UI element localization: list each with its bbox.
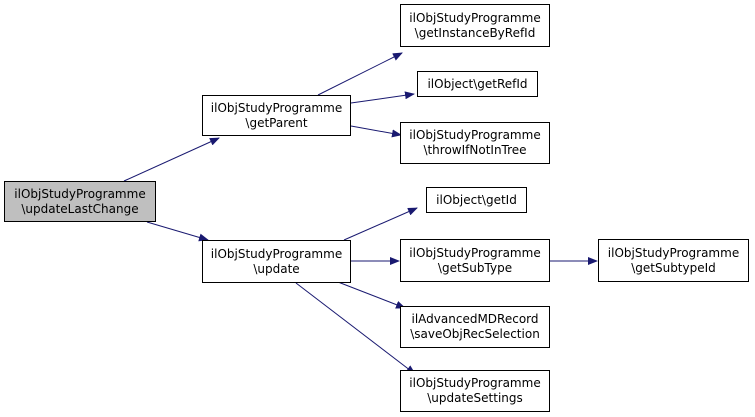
node-getsubtypeid[interactable]: ilObjStudyProgramme \getSubtypeId [598,239,749,282]
node-getrefid[interactable]: ilObject\getRefId [417,71,538,97]
node-getsubtype[interactable]: ilObjStudyProgramme \getSubType [400,239,550,282]
node-label-line2: \getSubType [437,260,513,275]
node-label: ilObject\getId [436,192,517,207]
node-label-line2: \throwIfNotInTree [423,143,527,157]
node-label-line1: ilObjStudyProgramme [409,10,541,25]
node-getid[interactable]: ilObject\getId [426,187,527,213]
node-label: ilObject\getRefId [427,76,528,91]
node-label-line2: \updateLastChange [21,201,139,216]
node-saveobjrecselection[interactable]: ilAdvancedMDRecord \saveObjRecSelection [400,306,550,348]
edge-update-to-updatesettings [295,282,416,375]
node-label-line1: ilAdvancedMDRecord [411,312,539,326]
node-getparent[interactable]: ilObjStudyProgramme \getParent [202,95,351,136]
node-label-line2: \updateSettings [427,391,523,405]
node-label-line1: ilObjStudyProgramme [14,186,146,201]
node-label-line1: ilObjStudyProgramme [210,246,343,261]
node-label-line1: ilObjStudyProgramme [409,245,541,260]
edge-getparent-to-getrefid [350,91,415,104]
node-label-line2: \getParent [245,115,308,130]
node-label-line1: ilObjStudyProgramme [409,128,541,142]
node-label-line2: \saveObjRecSelection [410,327,540,341]
node-getinstancebyrefid[interactable]: ilObjStudyProgramme \getInstanceByRefId [400,4,550,47]
edge-getparent-to-getinstancebyrefid [317,52,403,96]
edge-update-to-getid [343,207,418,241]
edge-root-to-getparent [123,137,220,182]
edge-root-to-update [146,221,209,242]
node-label-line1: ilObjStudyProgramme [210,100,343,115]
node-label-line1: ilObjStudyProgramme [607,245,740,260]
node-label-line1: ilObjStudyProgramme [409,376,541,390]
edge-getparent-to-throwifnotintree [350,125,402,138]
node-label-line2: \update [253,261,300,276]
node-label-line2: \getSubtypeId [631,260,716,275]
edge-update-to-saveobjrecselection [337,281,406,309]
node-label-line2: \getInstanceByRefId [414,25,536,40]
node-update[interactable]: ilObjStudyProgramme \update [202,240,351,283]
node-throwifnotintree[interactable]: ilObjStudyProgramme \throwIfNotInTree [400,122,550,164]
node-updatesettings[interactable]: ilObjStudyProgramme \updateSettings [400,370,550,412]
node-updatelastchange: ilObjStudyProgramme \updateLastChange [4,181,156,222]
